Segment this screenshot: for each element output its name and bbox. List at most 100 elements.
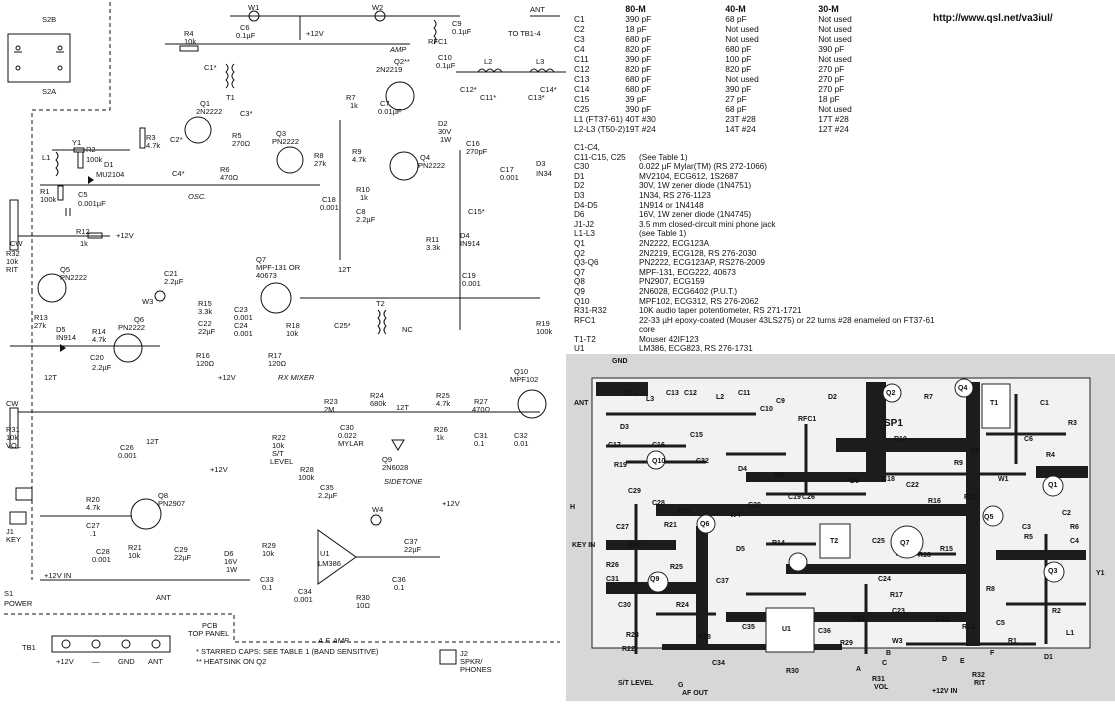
pcb-t2: T2 [830,538,839,545]
part-ref-cell: C11 [574,54,589,64]
c29-value: 22µF [174,553,192,562]
part-value-cell: 680 pF [625,34,652,44]
part-ref: Q3-Q6 [574,258,599,268]
q4-stage: R8 27k R9 4.7k Q4 PN2222 C16 270pF C17 0… [314,120,552,330]
pcb-c24: C24 [878,576,891,583]
r10-value: 1k [360,193,368,202]
c17-label: C17 [500,165,514,174]
pcb-d4: D4 [738,466,747,473]
sidetone-label: SIDETONE [384,477,423,486]
c26-label: C26 [120,443,134,452]
r16-label: R16 [196,351,210,360]
part-value-cell: 390 pF [725,84,752,94]
key-input: C26 0.001 12T J1 KEY R20 4.7k Q8 PN2907 … [6,437,238,574]
part-description: 0.022 µF Mylar(TM) (RS 272-1066) [639,162,768,172]
part-value-cell: 19T #24 [625,124,656,134]
pcb-r4: R4 [1046,452,1055,459]
c15-label: C15* [468,207,485,216]
c22-label: C22 [198,319,212,328]
l1-label: L1 [42,153,50,162]
power-and-panel: +12V IN S1 POWER PCB TOP PANEL ANT A.F. … [4,571,560,674]
part-value-cell: 27 pF [725,94,747,104]
pcb-c8: C8 [970,448,979,455]
tb-minus: — [92,657,100,666]
c19-value: 0.001 [462,279,481,288]
part-ref: D4-D5 [574,200,598,210]
r22-value: 10k [272,441,284,450]
pcb-key-in: KEY IN [572,542,596,549]
nc-label: NC [402,325,413,334]
pcb-r24: R24 [676,602,689,609]
pcb-r31: R31 [872,676,885,683]
pcb-r28: R28 [698,634,711,641]
r19-label: R19 [536,319,550,328]
r28-value: 100k [298,473,315,482]
plus12-b: +12V [306,29,324,38]
pcb-r18: R18 [918,552,931,559]
source-url[interactable]: http://www.qsl.net/va3iul/ [933,13,1053,24]
d4-value: IN914 [460,239,480,248]
part-ref: T1-T2 [574,334,596,344]
r27-value: 470Ω [472,405,491,414]
pcb-q7: Q7 [900,540,910,547]
r14-value: 4.7k [92,335,106,344]
w4-label: W4 [372,505,383,514]
list-item: L1-L3(see Table 1) [574,229,944,239]
part-description: MPF-131, ECG222, 40673 [639,267,736,277]
part-value-cell: 100 pF [725,54,752,64]
u1-value: LM386 [318,559,341,568]
pcb-q2: Q2 [886,390,896,397]
c4-label: C4* [172,169,185,178]
c11-label: C11* [480,93,496,102]
pcb-c28: C28 [652,500,665,507]
c23-label: C23 [234,305,248,314]
q7-label: Q7 [256,255,266,264]
d3-label: D3 [536,159,546,168]
pcb-d6: D6 [850,478,859,485]
c31-value: 0.1 [474,439,484,448]
c24-value: 0.001 [234,329,253,338]
pcb-l1: L1 [1066,630,1075,637]
part-value-cell: 18 pF [625,24,647,34]
part-ref-cell: C25 [574,104,590,114]
l3-label: L3 [536,57,544,66]
pcb-r1: R1 [1008,638,1017,645]
pcb-rit: RIT [974,680,986,687]
tb-ant-label: ANT [156,593,171,602]
c21-value: 2.2µF [164,277,184,286]
pcb-c18: C18 [882,476,895,483]
to-tb-label: TO TB1-4 [508,29,541,38]
q1-value: 2N2222 [196,107,222,116]
r31-name: VOL [6,441,21,450]
part-description: MV2104, ECG612, 1S2687 [639,171,739,181]
r8-value: 27k [314,159,326,168]
r29-value: 10k [262,549,274,558]
s2-mechanical-link [31,2,111,290]
r31-label: R31 [6,425,20,434]
pcb-c25: C25 [872,538,885,545]
part-value-cell: 23T #28 [725,114,756,124]
part-value-cell: 270 pF [818,84,845,94]
part-ref: Q9 [574,286,585,296]
pcb-r30: R30 [786,668,799,675]
amp-label: AMP [389,45,406,54]
r20-label: R20 [86,495,100,504]
r19-value: 100k [536,327,553,336]
part-value-cell: Not used [725,34,759,44]
part-ref-cell: C4 [574,44,585,54]
pcb-vol: VOL [874,684,889,691]
spkr-label: SPKR/ [460,657,483,666]
osc-label: OSC. [188,192,206,201]
r21-label: R21 [128,543,142,552]
pcb-pad-c: C [882,660,888,667]
pcb-r8: R8 [986,586,995,593]
pcb-c13: C13 [666,390,679,397]
